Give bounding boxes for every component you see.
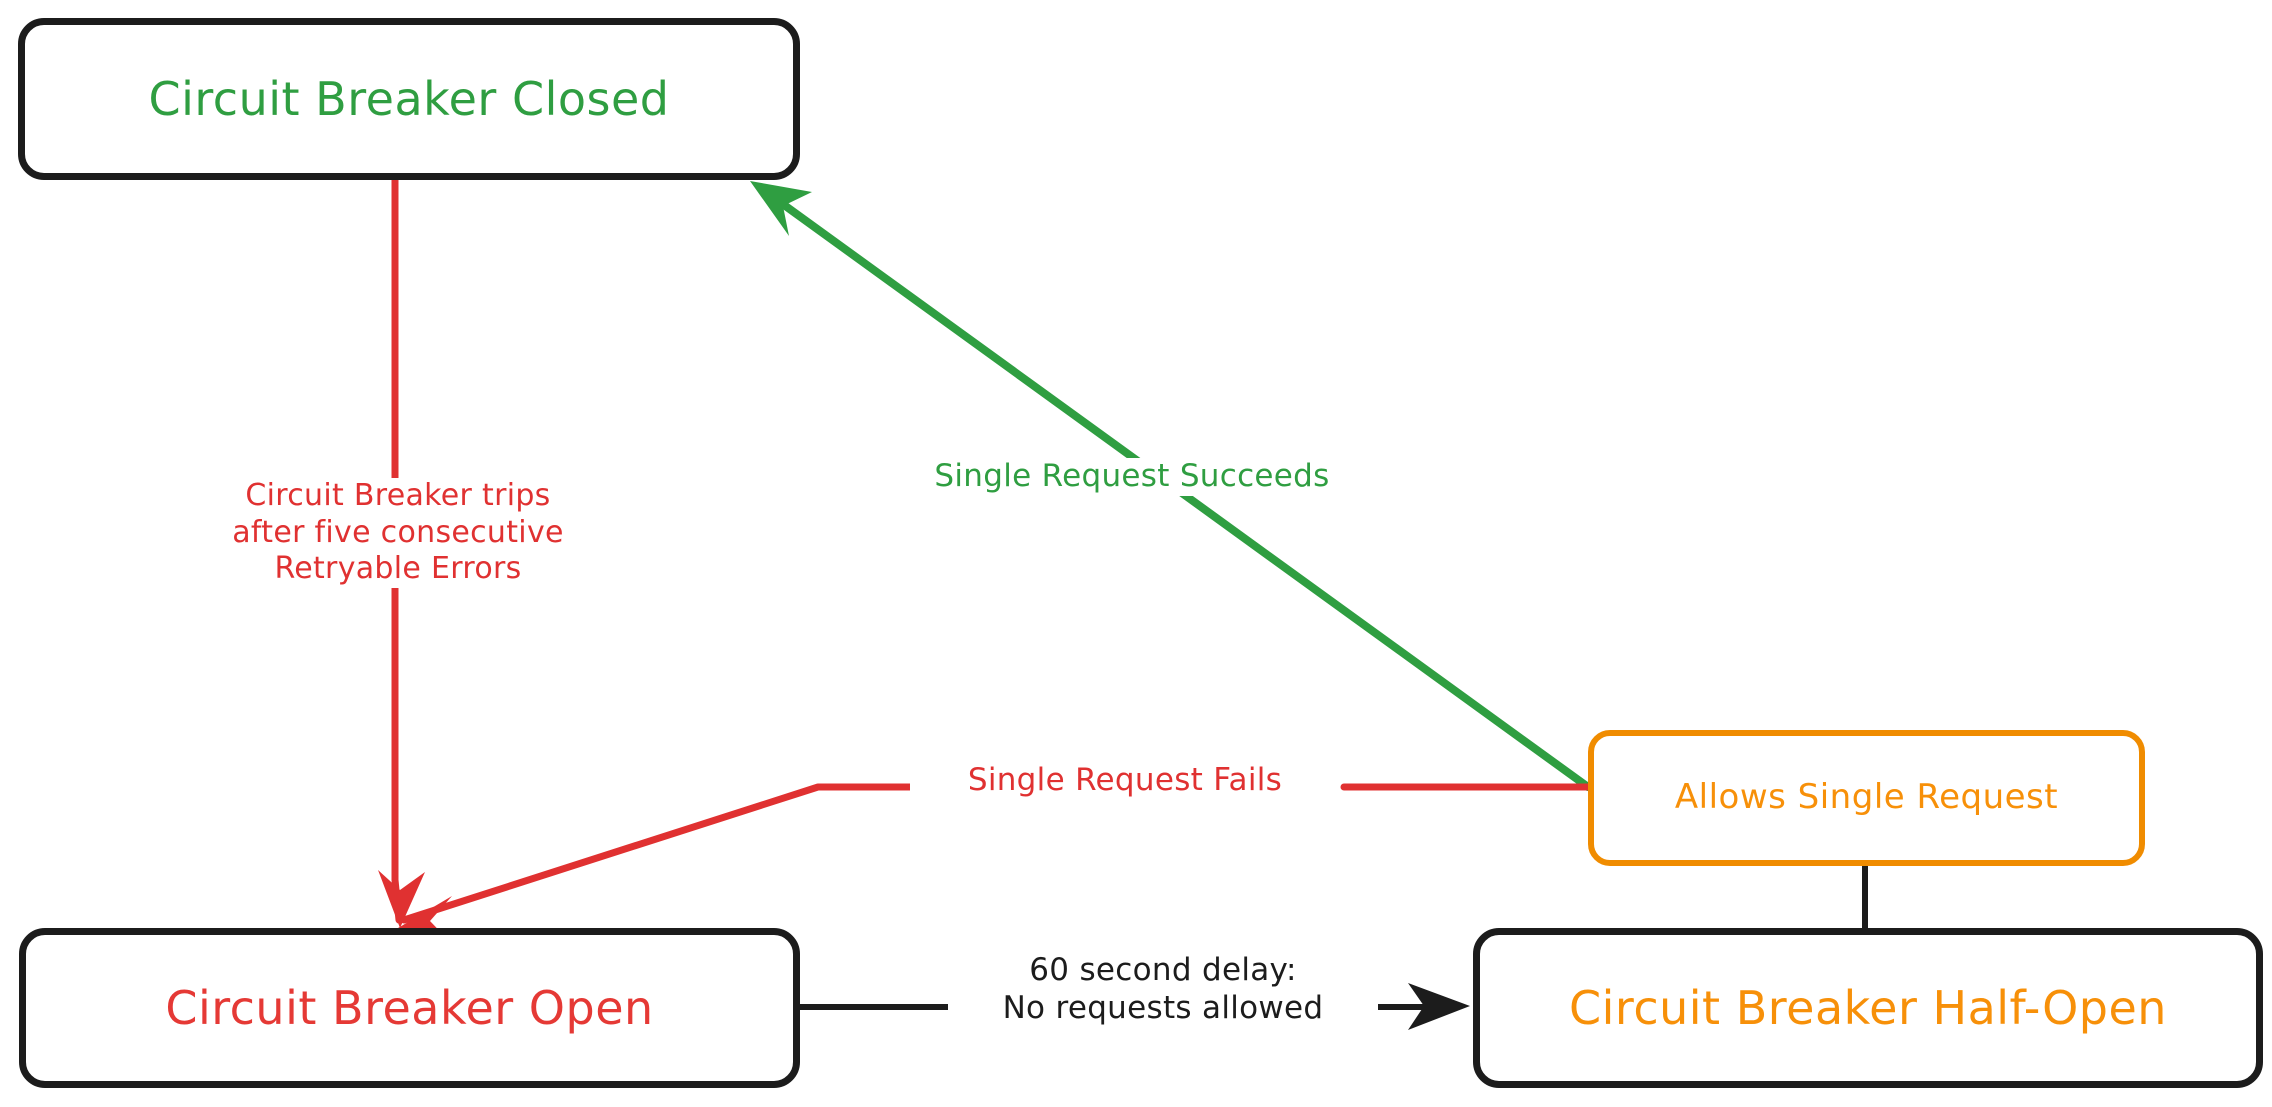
node-label-closed: Circuit Breaker Closed	[148, 71, 670, 126]
edge-allows-to-open	[398, 783, 1592, 944]
edge-label-allows-to-open: Single Request Fails	[910, 762, 1340, 800]
node-label-allows: Allows Single Request	[1674, 777, 2059, 818]
edge-label-open-to-half-open: 60 second delay: No requests allowed	[948, 952, 1378, 1028]
edge-label-allows-to-closed: Single Request Succeeds	[882, 458, 1382, 496]
edge-label-closed-to-open: Circuit Breaker trips after five consecu…	[148, 478, 648, 588]
node-label-half-open: Circuit Breaker Half-Open	[1569, 980, 2167, 1035]
node-circuit-breaker-open[interactable]: Circuit Breaker Open	[19, 928, 800, 1088]
node-circuit-breaker-half-open[interactable]: Circuit Breaker Half-Open	[1473, 928, 2263, 1088]
edge-closed-to-open	[378, 176, 425, 928]
node-allows-single-request[interactable]: Allows Single Request	[1588, 730, 2145, 866]
node-label-open: Circuit Breaker Open	[165, 980, 654, 1035]
node-circuit-breaker-closed[interactable]: Circuit Breaker Closed	[18, 18, 800, 180]
